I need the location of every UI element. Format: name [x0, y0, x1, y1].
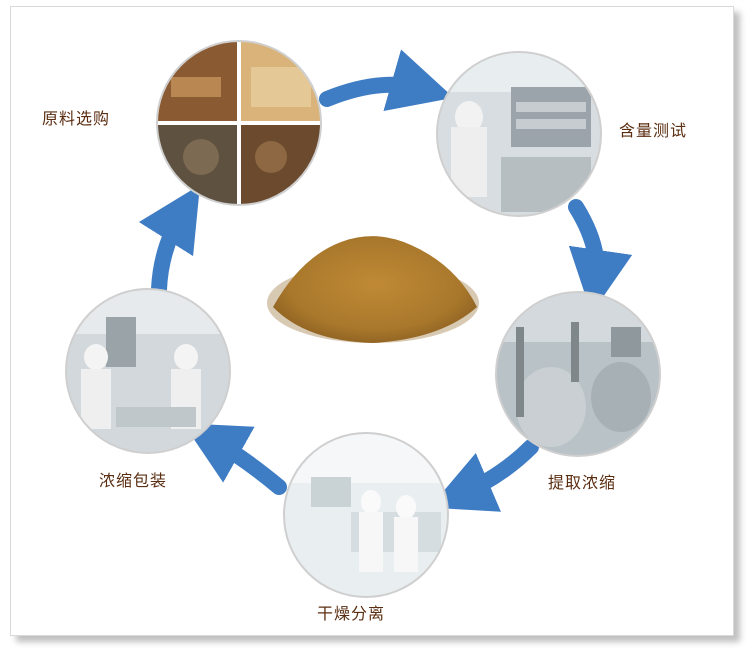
- cycle-arrows: [138, 49, 633, 512]
- arrow-3-to-4: [429, 439, 539, 512]
- arrow-2-to-3: [568, 199, 633, 314]
- diagram-frame: 原料选购 含量测试 提取浓缩 干燥分离 浓缩包装: [10, 6, 734, 636]
- powder-pile: [267, 236, 479, 343]
- stage-label-content-test: 含量测试: [619, 121, 688, 140]
- arrow-5-to-1: [138, 184, 201, 297]
- stage-label-raw-material: 原料选购: [42, 109, 111, 128]
- stage-label-dry-separate: 干燥分离: [317, 604, 386, 623]
- stage-label-concentrate-pack: 浓缩包装: [99, 471, 168, 490]
- arrow-4-to-5: [183, 423, 287, 495]
- extract-concentrate-photo: [496, 292, 660, 456]
- stage-label-extract-concentrate: 提取浓缩: [548, 473, 617, 492]
- process-cycle-graphic: [65, 40, 661, 598]
- concentrate-pack-photo: [66, 289, 230, 453]
- arrow-1-to-2: [319, 49, 454, 111]
